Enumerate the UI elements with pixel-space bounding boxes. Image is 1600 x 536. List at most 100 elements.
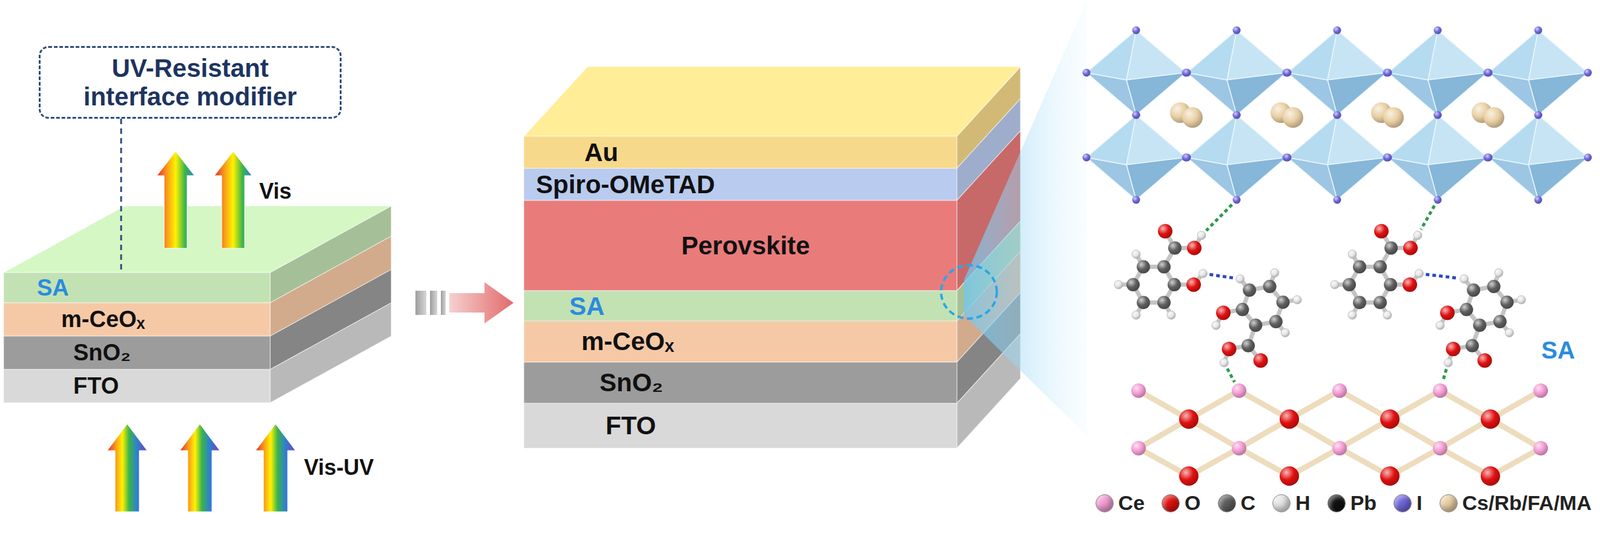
layer-label: m-CeOₓ (581, 327, 675, 356)
legend-item: H (1272, 491, 1311, 515)
molecule-atom (1168, 241, 1182, 255)
iodide-atom (1434, 111, 1442, 120)
oxygen-atom (1179, 466, 1199, 486)
layer-front-face (523, 136, 957, 169)
octahedron-face (1086, 30, 1137, 80)
layer-front-face (3, 369, 271, 403)
molecule-atom (1348, 310, 1357, 320)
hydrogen-bond (1442, 368, 1447, 381)
iodide-atom (1434, 26, 1442, 35)
molecule-atom (1384, 241, 1398, 255)
molecule-atom (1403, 240, 1418, 255)
iodide-atom (1183, 153, 1192, 162)
sno2-layer: SnO₂ (523, 362, 957, 404)
molecule-atom (1167, 277, 1181, 292)
octahedron-face (1226, 115, 1287, 165)
iodide-atom (1333, 111, 1342, 120)
molecule-atom (1446, 341, 1461, 357)
octahedron-face (1086, 72, 1137, 116)
legend-text: H (1295, 491, 1311, 515)
octahedron-face (1528, 115, 1588, 165)
hydrogen-bond (1420, 205, 1435, 230)
molecule-atom (1374, 224, 1389, 239)
molecule-atom (1253, 353, 1269, 368)
iodide-atom (1132, 111, 1141, 120)
light-label: Vis (259, 179, 292, 204)
iodide-atom (1534, 26, 1543, 35)
cation-sphere (1182, 107, 1203, 128)
octahedron-face (1126, 157, 1186, 200)
leader-line (120, 118, 123, 273)
sa-layer: SA (3, 272, 271, 303)
uv-light-arrow (179, 423, 220, 512)
cerium-atom (1332, 440, 1347, 456)
callout-box: UV-Resistant interface modifier (38, 46, 342, 119)
octahedron-face (1086, 115, 1137, 165)
layer-label: SA (36, 274, 70, 301)
molecule-atom (1248, 318, 1263, 332)
iodide-atom (1132, 26, 1141, 35)
octahedron-face (1528, 157, 1588, 200)
uv-light-arrow (255, 423, 296, 512)
arrow-bar (415, 290, 427, 315)
iodide-atom (1233, 196, 1241, 205)
molecule-atom (1280, 328, 1290, 337)
molecule-atom (1373, 295, 1387, 309)
oxygen-atom (1480, 409, 1501, 429)
cerium-atom (1432, 383, 1448, 398)
octahedron-face (1428, 30, 1488, 80)
perovskite-octahedra (1082, 26, 1593, 205)
cerium-atom (1432, 440, 1448, 456)
callout-text: UV-Resistant interface modifier (69, 53, 312, 111)
interaction-bonds (1206, 204, 1458, 383)
cerium-atom (1231, 383, 1247, 398)
iodide-atom (1233, 111, 1241, 120)
oxygen-atom (1380, 466, 1400, 486)
hydrogen-bond (1227, 368, 1235, 383)
molecule-atom (1136, 295, 1151, 309)
molecule-atom (1292, 295, 1302, 305)
molecule-atom (1241, 339, 1255, 353)
hydrogen-bond (1425, 274, 1458, 278)
layer-label: SnO₂ (73, 339, 131, 366)
molecule-atom (1157, 295, 1171, 309)
hydrogen-bond (1209, 274, 1234, 278)
layer-top-face (3, 205, 392, 273)
layer-front-face (3, 302, 271, 337)
layer-front-face (523, 290, 957, 322)
layer-label: Au (584, 138, 619, 167)
legend-text: Cs/Rb/FA/MA (1462, 491, 1592, 515)
iodide-atom (1283, 69, 1292, 77)
zoom-marker (941, 265, 997, 319)
a-site-cations (1170, 102, 1505, 128)
light-label: Vis-UV (304, 455, 374, 480)
molecule-atom (1487, 279, 1501, 294)
legend-text: O (1184, 491, 1201, 515)
cerium-atom (1231, 440, 1247, 456)
visible-light-arrow (214, 151, 252, 249)
molecule-atom (1186, 240, 1202, 255)
iodide-atom (1283, 153, 1292, 162)
molecule-atom (1435, 320, 1445, 330)
layer-front-face (3, 272, 271, 303)
layer-label: SA (569, 291, 605, 321)
molecule-atom (1352, 260, 1367, 274)
octahedron-face (1488, 157, 1539, 200)
molecule-atom (1383, 310, 1392, 320)
layer-front-face (523, 200, 957, 291)
cerium-atom (1332, 383, 1347, 398)
ceox-layer: m-CeOₓ (3, 302, 271, 337)
legend-swatch (1393, 494, 1412, 513)
octahedron-face (1388, 30, 1438, 80)
layer-side-face (270, 302, 392, 403)
molecule-atom (1131, 250, 1141, 259)
iodide-atom (1333, 111, 1342, 120)
legend-text: Pb (1350, 491, 1377, 515)
arrow-head (449, 282, 514, 324)
iodide-atom (1584, 153, 1593, 162)
molecule-atom (1504, 328, 1514, 337)
iodide-atom (1484, 153, 1493, 162)
molecule-atom (1443, 358, 1453, 367)
iodide-atom (1233, 26, 1241, 35)
